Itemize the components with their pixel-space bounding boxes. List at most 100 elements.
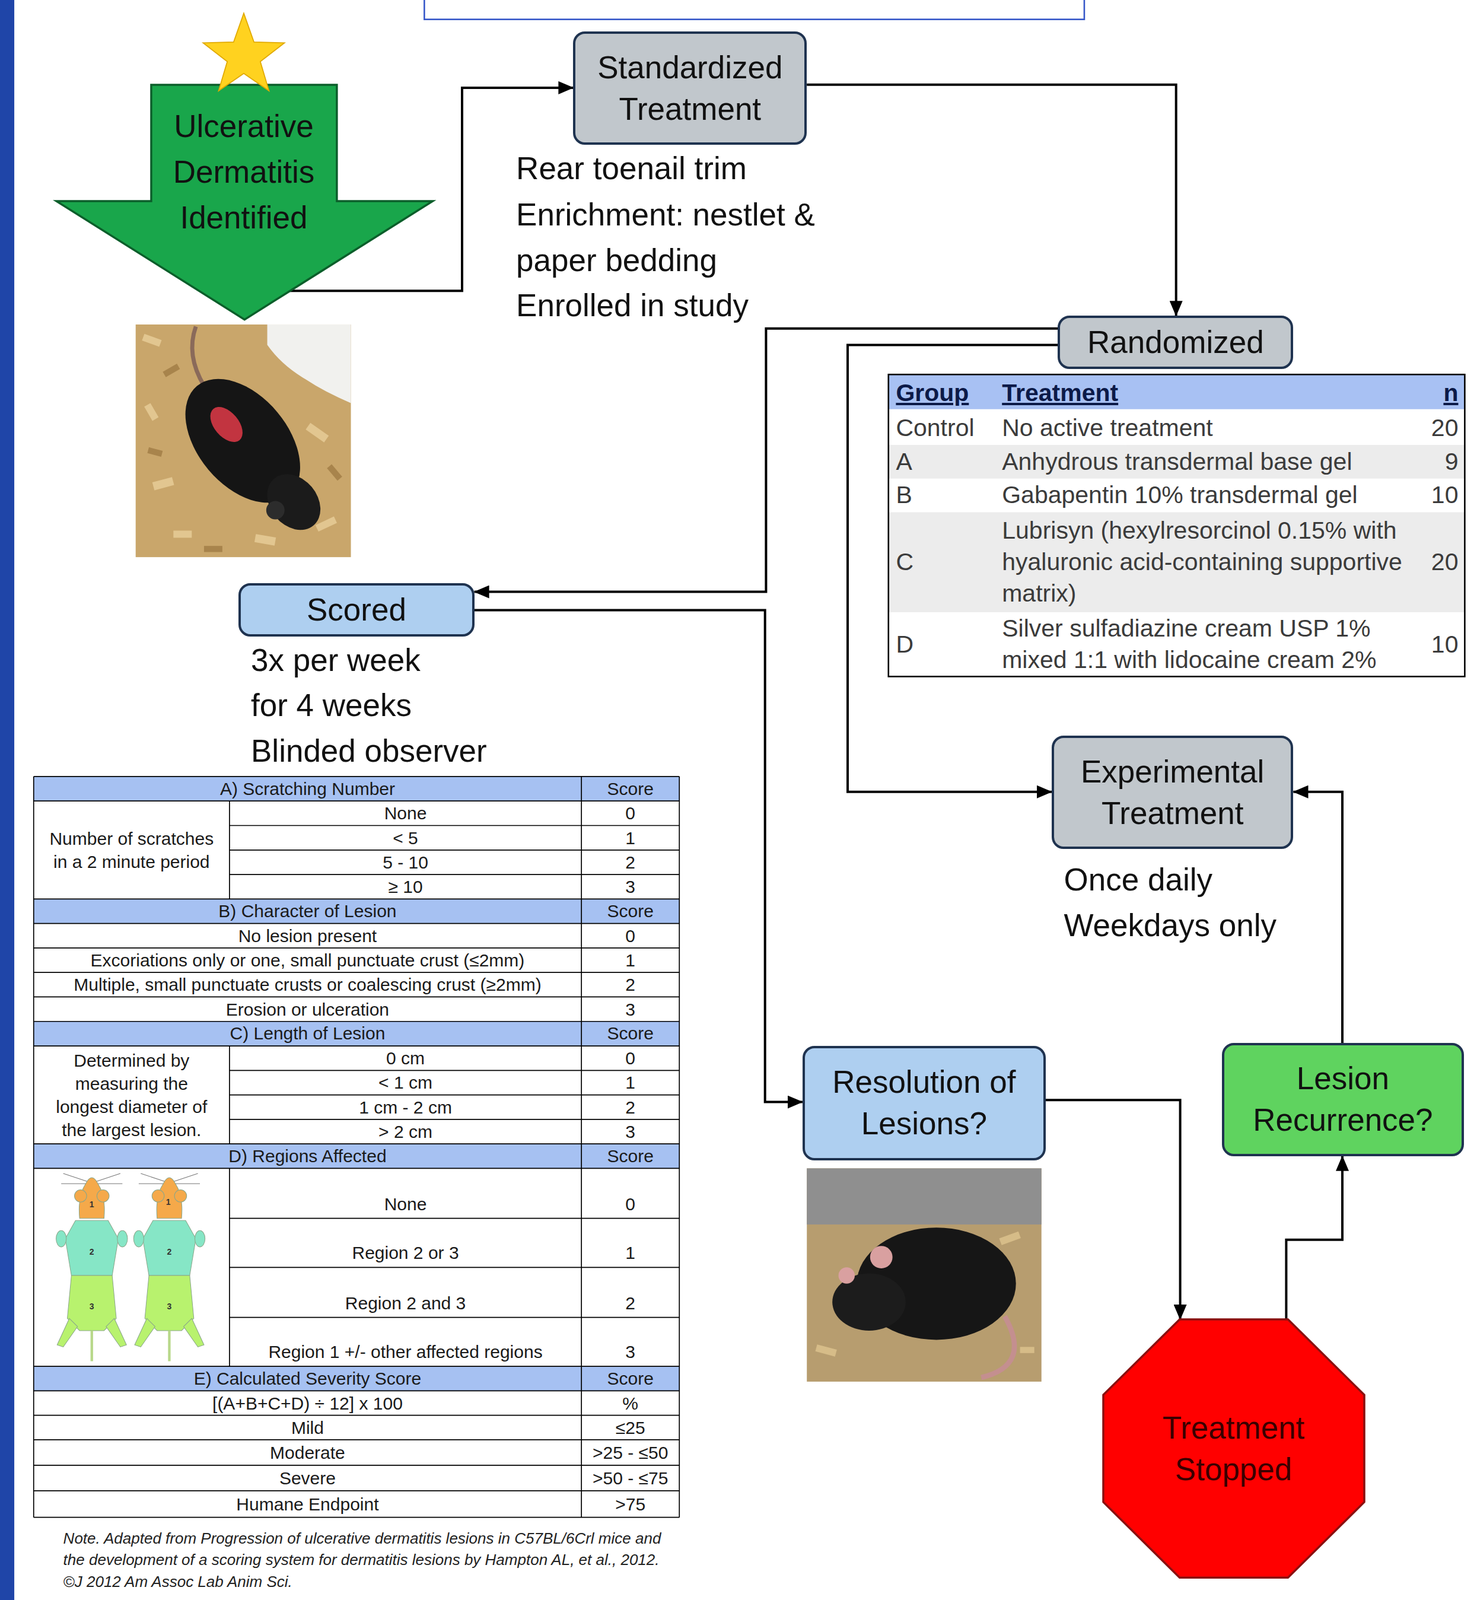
node-label: Scored [306,589,407,631]
region-number: 2 [89,1247,95,1256]
score-table [33,776,680,1518]
region-number-box: 2 [161,1243,178,1261]
score-table [33,776,680,1518]
mouse-photo [870,1245,893,1269]
table-cell-box: None [229,800,582,826]
mouse-photo [326,464,343,482]
flow-arrow [474,328,1059,592]
table-cell: Region 1 +/- other affected regions [268,1339,543,1364]
table-cell: A [895,446,912,478]
score-table [33,776,680,801]
mouse-photo [135,324,352,557]
table-cell-box: 0 [581,800,680,826]
body-text-box: Blinded observer [250,728,680,775]
treatment-table [888,374,1466,677]
region-figure [65,1220,119,1276]
score-table [33,1021,680,1046]
table-header-box: Score [581,1366,680,1391]
node-label: Randomized [1087,321,1265,364]
table-cell-box: 10 [1407,478,1461,513]
treatment-table [888,374,1466,677]
table-cell-box: % [581,1390,680,1415]
table-cell: 0 [625,924,636,948]
table-cell: 10 [1431,479,1459,511]
node-text-group: Standardized Treatment [581,46,799,130]
table-cell: 1 [625,1240,636,1265]
process-box: Experimental Treatment [1051,735,1294,849]
region-figure [56,1230,67,1247]
table-cell-box: A [893,444,996,479]
table-cell-box: > 2 cm [229,1119,582,1144]
table-cell: 2 [625,972,636,996]
table-header: Score [607,900,654,922]
table-cell: 0 [625,1192,636,1216]
mouse-photo [204,545,223,552]
mouse-photo [305,422,329,443]
mouse-photo [141,333,162,348]
step-box: Scored [238,583,474,637]
region-figure [183,1318,205,1347]
citation-note: Note. Adapted from Progression of ulcera… [63,1527,676,1593]
region-figure [194,1230,205,1247]
region-figure [133,1230,144,1247]
table-cell: Determined by measuring the longest diam… [49,1048,213,1142]
table-header: Score [607,1022,654,1044]
node-text-group: Ulcerative Dermatitis Identified [151,103,337,241]
table-header-box: Score [581,898,680,923]
table-cell: D [895,628,914,661]
region-number: 1 [89,1199,95,1209]
table-cell-box: None [229,1167,582,1218]
mouse-photo [838,1267,856,1284]
body-text-box: Enrichment: nestlet & paper bedding [516,191,884,284]
table-header-box: B) Character of Lesion [33,898,582,923]
table-cell-box: ≥ 10 [229,874,582,899]
table-cell: Control [895,412,974,444]
arrow-shape [56,84,434,320]
table-header: E) Calculated Severity Score [193,1367,422,1390]
table-cell: 0 cm [386,1046,425,1070]
table-cell: Silver sulfadiazine cream USP 1% mixed 1… [1001,612,1416,677]
treatment-table [888,444,1466,479]
table-header: C) Length of Lesion [230,1022,386,1044]
node-label: Treatment Stopped [1124,1407,1344,1491]
mouse-photo [806,1167,1042,1381]
table-cell: None [384,801,428,825]
table-cell: Erosion or ulceration [225,997,390,1021]
table-cell: ≥ 10 [387,874,423,899]
table-cell: 1 cm - 2 cm [358,1095,452,1119]
table-header: B) Character of Lesion [218,900,397,922]
table-cell-box: 2 [581,1267,680,1317]
table-cell: 3 [625,1119,636,1144]
table-cell: [(A+B+C+D) ÷ 12] x 100 [212,1391,403,1415]
region-figure [106,1318,127,1347]
node-text-group: Treatment Stopped [1124,1407,1344,1491]
table-cell-box: 10 [1407,612,1461,677]
body-text: Enrolled in study [516,282,749,329]
mouse-photo [152,476,175,490]
flow-arrow [474,610,803,1103]
flow-arrow [806,84,1177,316]
table-cell-box: 2 [581,1094,680,1120]
table-cell-box: Lubrisyn (hexylresorcinol 0.15% with hya… [999,511,1408,613]
body-text-box: Weekdays only [1064,902,1452,949]
body-text: Blinded observer [250,728,487,775]
body-text-box: Once daily [1064,857,1452,903]
node-label: Lesion Recurrence? [1230,1057,1456,1141]
table-cell: > 2 cm [378,1119,433,1144]
table-cell-box: Region 1 +/- other affected regions [229,1317,582,1367]
body-text: 3x per week [250,637,421,684]
region-number: 3 [89,1302,95,1311]
region-figure [91,1330,170,1362]
table-cell: No lesion present [238,924,377,948]
table-header-box: Score [581,1143,680,1168]
mouse-photo [806,1167,1042,1381]
table-cell: 2 [625,1291,636,1315]
mouse-photo [267,324,352,403]
table-cell-box: 9 [1407,444,1461,479]
table-cell: 20 [1431,412,1459,444]
table-cell-box: [(A+B+C+D) ÷ 12] x 100 [33,1390,582,1415]
table-cell: C [895,546,914,578]
table-cell-box: 5 - 10 [229,850,582,875]
table-cell-box: Number of scratches in a 2 minute period [33,800,230,899]
table-cell-box: 1 [581,1070,680,1095]
